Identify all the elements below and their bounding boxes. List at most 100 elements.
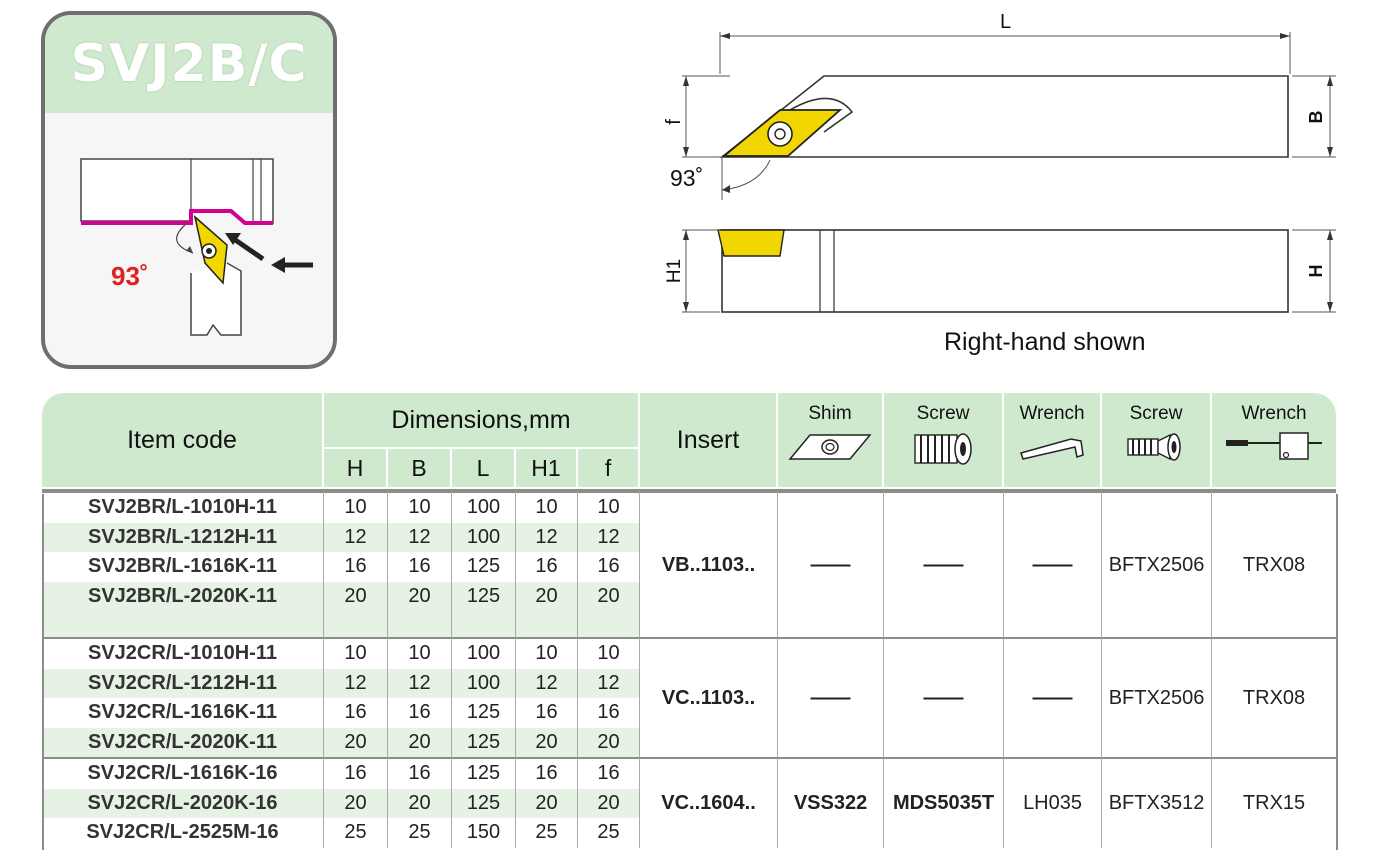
shim-screw-cell: —— (884, 489, 1005, 637)
cell-L: 150 (452, 818, 516, 848)
cell-H1: 20 (516, 581, 578, 611)
table-row: SVJ2BR/L-1010H-11 10 10 100 10 10 VB..11… (42, 489, 1337, 637)
screw-cell: BFTX3512 (1102, 757, 1213, 848)
shim-icon (788, 434, 872, 460)
cell-B: 16 (388, 552, 452, 582)
torx-wrench-icon (1226, 432, 1323, 460)
cell-H1: 12 (516, 522, 578, 552)
header-shim: Shim (778, 393, 885, 489)
header-shim-screw-label: Screw (916, 403, 970, 424)
approach-angle-diagram: 93˚ (80, 158, 313, 336)
shim-screw-cell: —— (884, 637, 1005, 757)
header-dim-B: B (388, 449, 452, 489)
header-dim-f: f (578, 449, 641, 489)
shim-cell: —— (778, 637, 885, 757)
dimension-B-label: B (1306, 111, 1326, 124)
item-code: SVJ2BR/L-2020K-11 (42, 581, 324, 611)
header-wrench-label: Wrench (1241, 403, 1307, 424)
cell-L: 125 (452, 727, 516, 757)
shim-cell: VSS322 (778, 757, 885, 848)
header-shim-wrench-label: Wrench (1019, 403, 1085, 424)
header-screw: Screw (1102, 393, 1213, 489)
cell-f: 10 (578, 637, 641, 669)
table-row: SVJ2CR/L-1616K-16 16 16 125 16 16 VC..16… (42, 757, 1337, 848)
cell-H1: 20 (516, 788, 578, 818)
shim-wrench-cell: —— (1004, 637, 1103, 757)
cell-H: 16 (324, 552, 388, 582)
header-shim-label: Shim (808, 403, 852, 424)
item-code: SVJ2CR/L-2020K-16 (42, 788, 324, 818)
table-row: SVJ2BR/L-1616K-11 16 16 125 16 16 (42, 552, 1336, 582)
shim-wrench-cell: LH035 (1004, 757, 1103, 848)
cell-L: 125 (452, 581, 516, 611)
dimension-H-label: H (1306, 265, 1326, 278)
cell-H1: 10 (516, 637, 578, 669)
item-code: SVJ2BR/L-1010H-11 (42, 489, 324, 523)
insert-cell: VC..1103.. (640, 637, 779, 757)
table-row: SVJ2CR/L-2020K-11 20 20 125 20 20 (42, 727, 1336, 757)
cell-B: 12 (388, 522, 452, 552)
cell-B: 20 (388, 788, 452, 818)
screw-cell: BFTX2506 (1102, 637, 1213, 757)
header-dim-L: L (452, 449, 516, 489)
table-row: SVJ2CR/L-1616K-11 16 16 125 16 16 (42, 698, 1336, 728)
cell-B: 10 (388, 637, 452, 669)
cell-H1: 16 (516, 757, 578, 789)
cell-L: 125 (452, 757, 516, 789)
holder-shank (190, 262, 242, 336)
shim-screw-cell: MDS5035T (884, 757, 1005, 848)
cell-L: 125 (452, 552, 516, 582)
badge-title: SVJ2B/C (70, 34, 308, 94)
insert-cell: VB..1103.. (640, 489, 779, 637)
item-code: SVJ2CR/L-1616K-11 (42, 698, 324, 728)
cell-f: 16 (578, 698, 641, 728)
header-shim-screw: Screw (884, 393, 1005, 489)
cell-H: 12 (324, 668, 388, 698)
item-code: SVJ2BR/L-1212H-11 (42, 522, 324, 552)
wrench-cell: TRX15 (1212, 757, 1337, 848)
header-insert: Insert (640, 393, 779, 489)
cell-L: 125 (452, 788, 516, 818)
cell-f: 25 (578, 818, 641, 848)
cell-B: 16 (388, 698, 452, 728)
header-dim-H: H (324, 449, 388, 489)
cell-H1: 12 (516, 668, 578, 698)
cell-f: 16 (578, 552, 641, 582)
insert-side-icon (717, 229, 785, 257)
spec-table-body: SVJ2BR/L-1010H-11 10 10 100 10 10 VB..11… (42, 489, 1337, 848)
tool-type-badge: SVJ2B/C 93˚ (41, 11, 337, 369)
badge-angle-label: 93˚ (111, 261, 149, 291)
cell-B: 16 (388, 757, 452, 789)
cell-L: 125 (452, 698, 516, 728)
item-code: SVJ2BR/L-1616K-11 (42, 552, 324, 582)
cell-B: 12 (388, 668, 452, 698)
insert-cell: VC..1604.. (640, 757, 779, 848)
cell-f: 12 (578, 522, 641, 552)
cell-f: 16 (578, 757, 641, 789)
cell-f: 20 (578, 788, 641, 818)
header-screw-label: Screw (1129, 403, 1183, 424)
clamp-screw-icon (1127, 433, 1181, 461)
cell-B: 10 (388, 489, 452, 523)
table-row: SVJ2BR/L-1212H-11 12 12 100 12 12 (42, 522, 1336, 552)
shim-screw-icon (914, 433, 972, 465)
cell-H: 16 (324, 757, 388, 789)
drawing-caption: Right-hand shown (944, 328, 1146, 356)
item-code: SVJ2CR/L-1212H-11 (42, 668, 324, 698)
cell-L: 100 (452, 489, 516, 523)
cell-H: 25 (324, 818, 388, 848)
header-item-code: Item code (42, 393, 324, 489)
header-dimensions: Dimensions,mm (324, 393, 641, 449)
dimension-f-label: f (663, 119, 685, 125)
dimension-L-label: L (1000, 11, 1011, 33)
shim-cell: —— (778, 489, 885, 637)
header-shim-wrench: Wrench (1004, 393, 1103, 489)
cell-f: 20 (578, 727, 641, 757)
cell-H: 10 (324, 489, 388, 523)
cell-H1: 16 (516, 698, 578, 728)
cell-H1: 25 (516, 818, 578, 848)
item-code: SVJ2CR/L-2525M-16 (42, 818, 324, 848)
feed-arrow-icon (225, 233, 241, 245)
tool-holder-drawing: L f 93˚ B H1 H (663, 11, 1336, 313)
header-dim-H1: H1 (516, 449, 578, 489)
